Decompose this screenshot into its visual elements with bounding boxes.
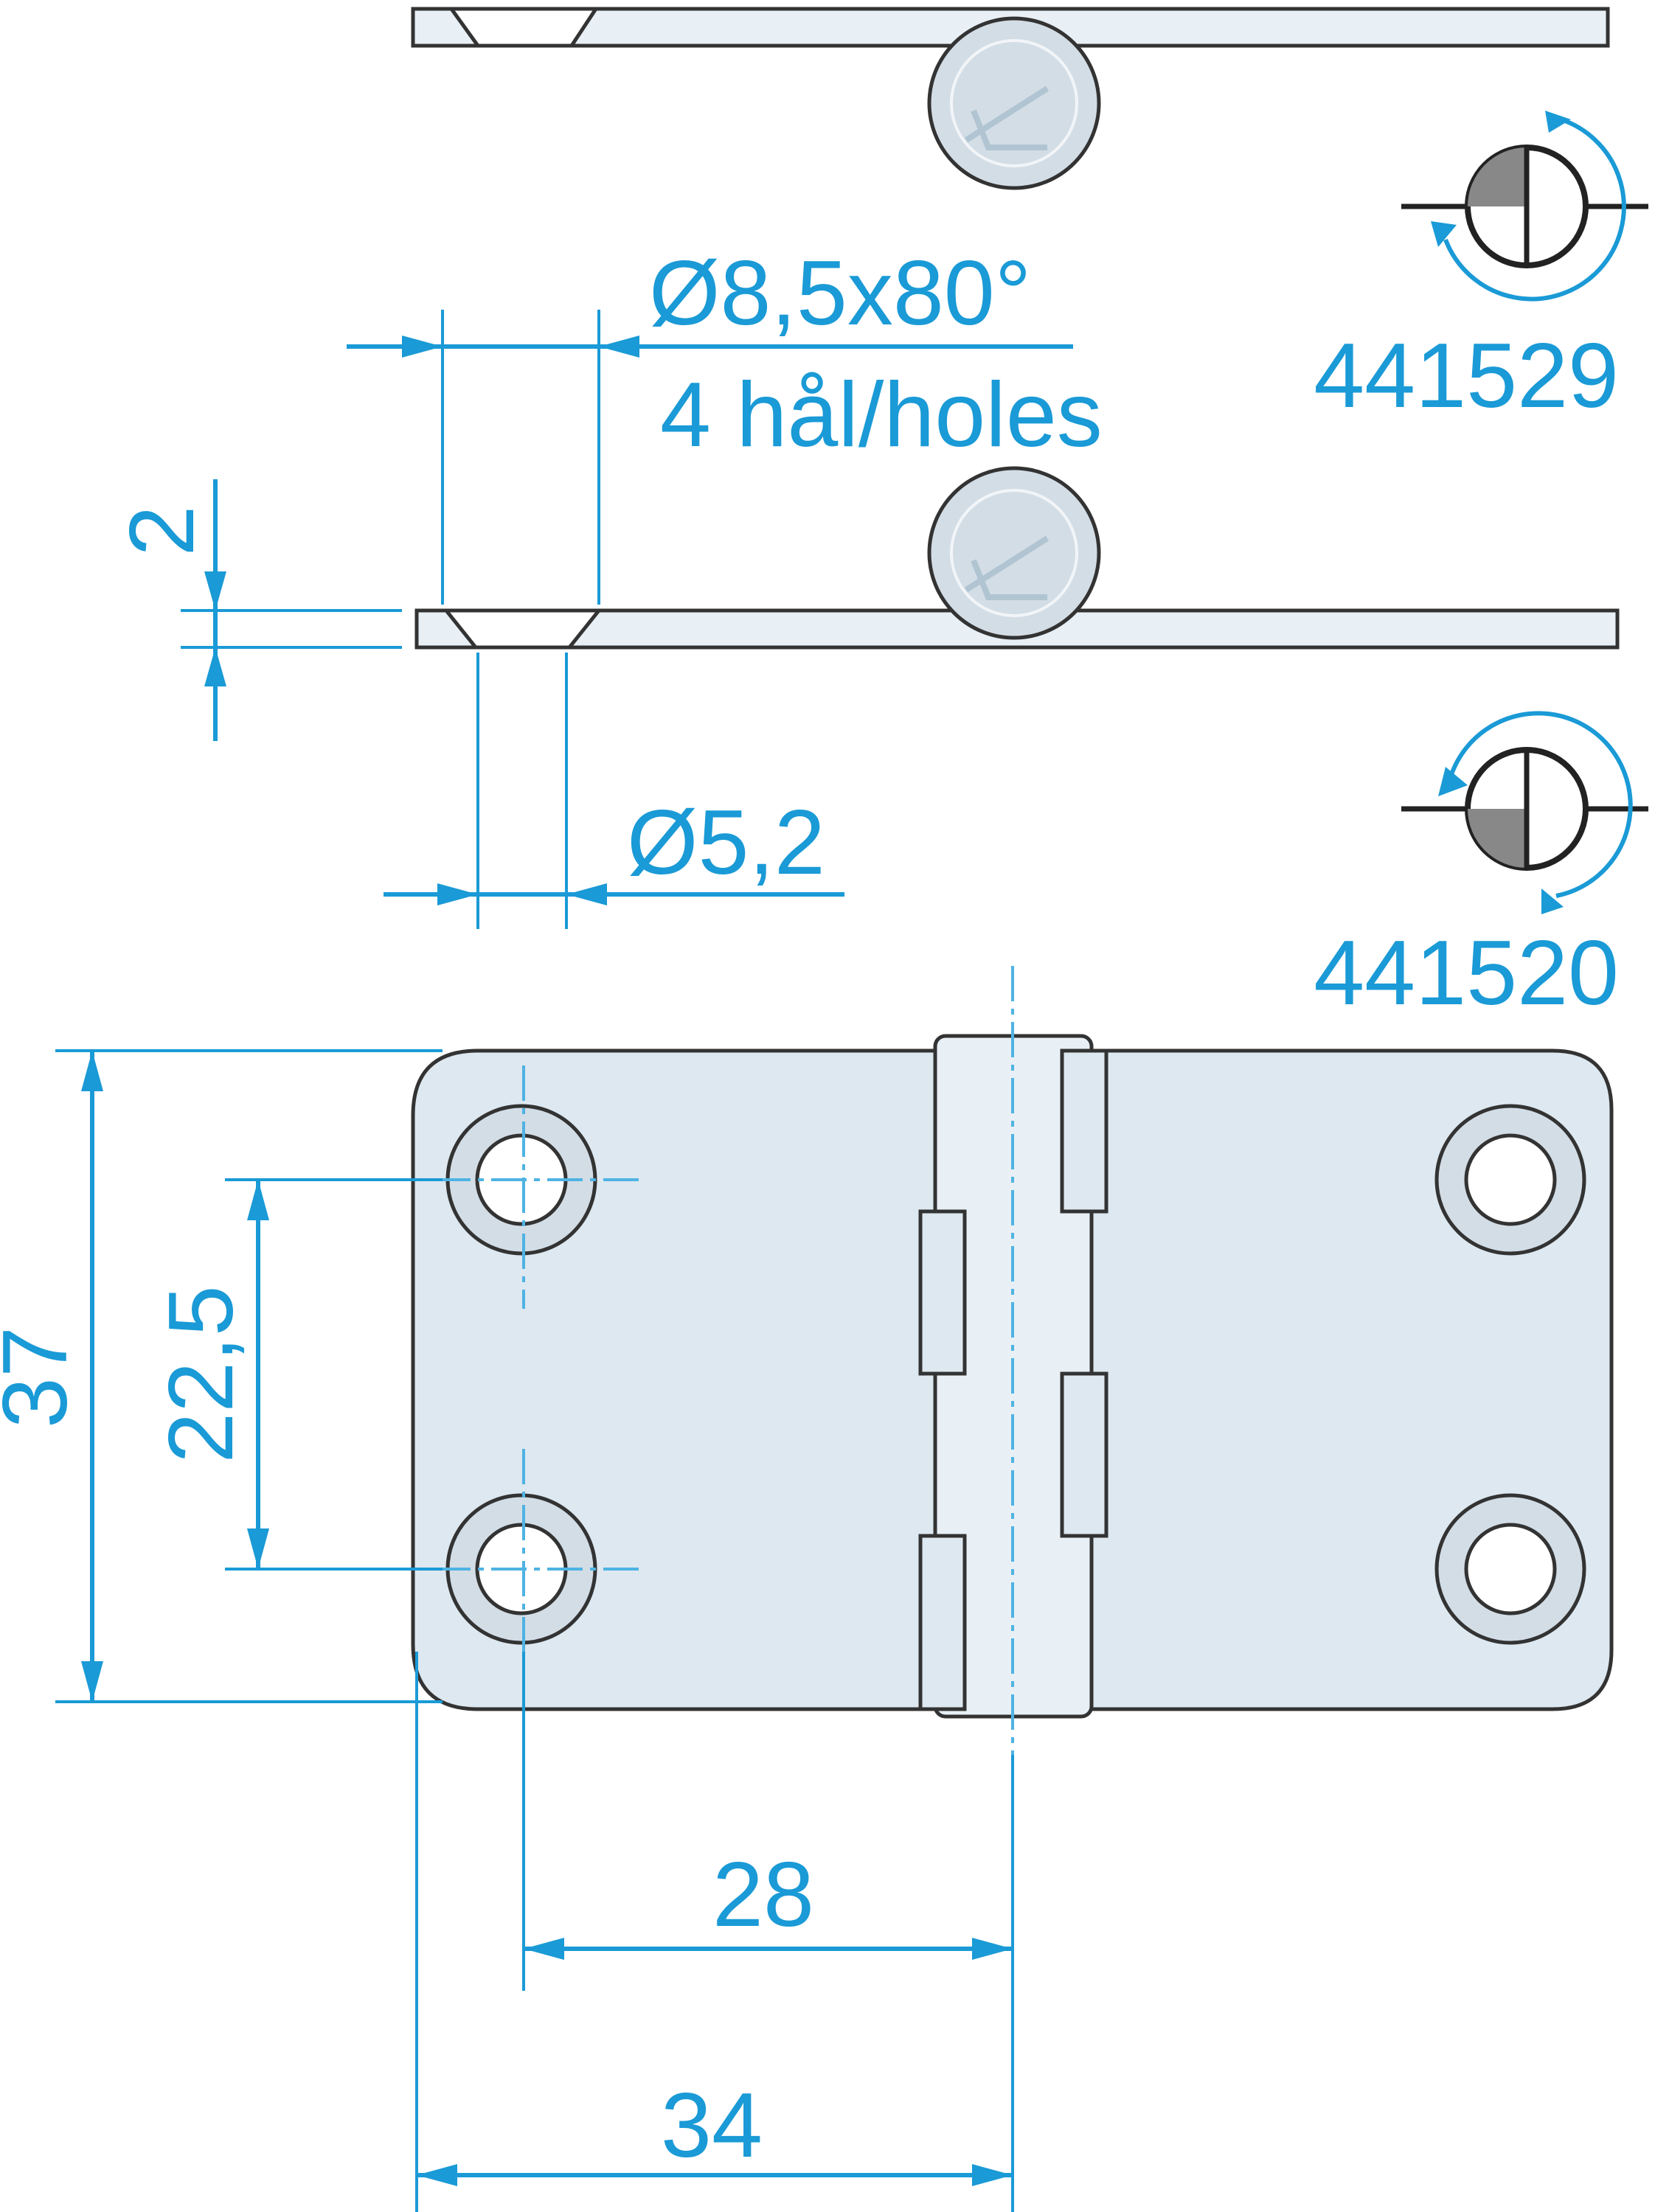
countersink-dimension <box>347 310 1073 605</box>
horizontal-hole-spacing-label: 28 <box>712 1844 814 1946</box>
height-label: 37 <box>0 1326 86 1428</box>
thickness-dimension <box>181 479 402 741</box>
side-view-bottom <box>414 466 1620 650</box>
rotation-symbol-clockwise <box>1401 111 1648 302</box>
article-number-441529: 441529 <box>1314 325 1619 427</box>
thickness-label: 2 <box>111 506 213 557</box>
width-label: 34 <box>661 2075 763 2177</box>
holes-note: 4 hål/holes <box>660 364 1103 466</box>
rotation-symbol-counter-clockwise <box>1401 711 1648 914</box>
vertical-hole-spacing-dimension <box>225 1178 443 1571</box>
width-dimension <box>415 1652 1013 2212</box>
height-dimension <box>55 1049 443 1703</box>
center-lines <box>435 966 1014 1755</box>
hole-diameter-dimension <box>384 653 844 929</box>
hole-diameter-label: Ø5,2 <box>627 792 825 894</box>
vertical-hole-spacing-label: 22,5 <box>150 1285 252 1463</box>
side-view-top <box>411 7 1610 190</box>
countersink-label: Ø8,5x80° <box>649 243 1031 344</box>
horizontal-hole-spacing-dimension <box>522 1652 1014 2212</box>
article-number-441520: 441520 <box>1314 922 1619 1024</box>
